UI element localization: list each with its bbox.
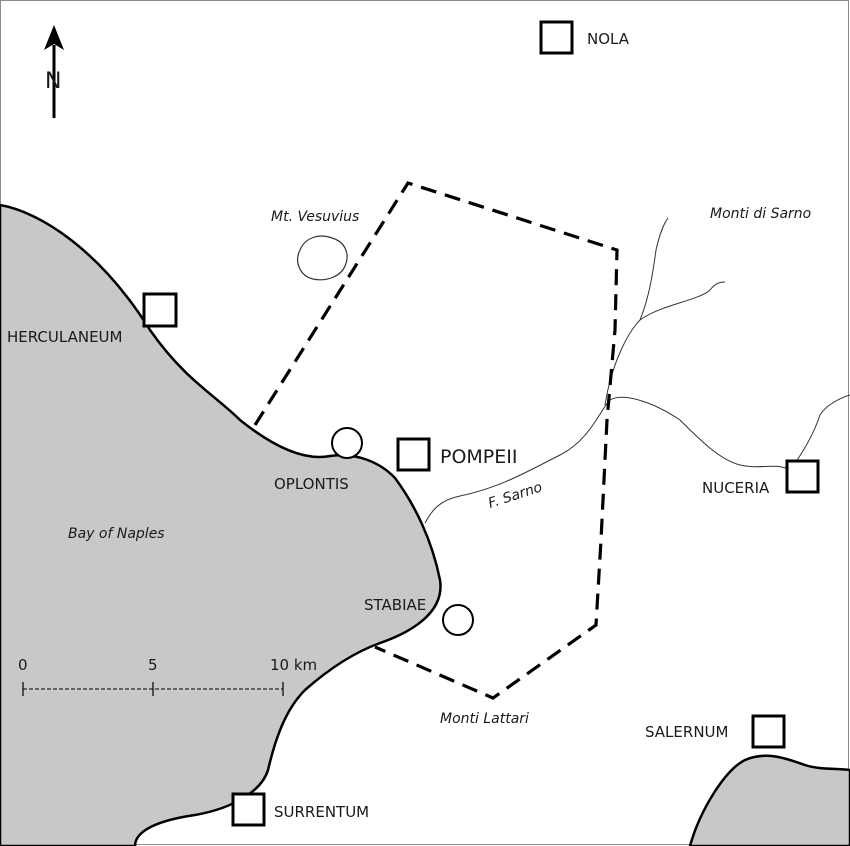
nuceria-marker xyxy=(785,459,820,494)
vesuvius-label: Mt. Vesuvius xyxy=(271,209,359,225)
bay-of-naples-sea xyxy=(0,203,442,846)
river-branch-north xyxy=(604,281,726,406)
nola-label: NOLA xyxy=(587,30,630,48)
scale-tick-10: 10 km xyxy=(270,656,317,674)
vesuvius-crater xyxy=(297,235,348,281)
salernum-sea xyxy=(688,754,850,846)
pompeii-label: POMPEII xyxy=(440,446,517,468)
north-arrowhead-icon xyxy=(44,25,64,50)
scale-tick-0: 0 xyxy=(18,656,28,674)
scale-bar xyxy=(22,682,284,696)
oplontis-label: OPLONTIS xyxy=(274,475,349,493)
river-branch-east xyxy=(789,394,850,471)
salernum-label: SALERNUM xyxy=(645,723,728,741)
stabiae-label: STABIAE xyxy=(364,596,426,614)
herculaneum-label: HERCULANEUM xyxy=(7,328,122,346)
north-label: N xyxy=(45,69,61,94)
oplontis-marker xyxy=(331,427,363,459)
monti-lattari-label: Monti Lattari xyxy=(440,711,529,727)
scale-tick-5: 5 xyxy=(148,656,158,674)
north-arrow xyxy=(44,25,64,118)
herculaneum-marker xyxy=(142,292,178,328)
pompeii-territory-boundary xyxy=(253,181,619,700)
bay-of-naples-label: Bay of Naples xyxy=(68,526,165,542)
surrentum-label: SURRENTUM xyxy=(274,803,369,821)
pompeii-marker xyxy=(396,437,431,472)
nola-marker xyxy=(539,20,574,55)
nuceria-label: NUCERIA xyxy=(702,479,770,497)
salernum-marker xyxy=(751,714,786,749)
monti-sarno-label: Monti di Sarno xyxy=(710,206,811,222)
surrentum-marker xyxy=(231,792,266,827)
stabiae-marker xyxy=(442,604,474,636)
river-branch-upper xyxy=(639,217,669,321)
